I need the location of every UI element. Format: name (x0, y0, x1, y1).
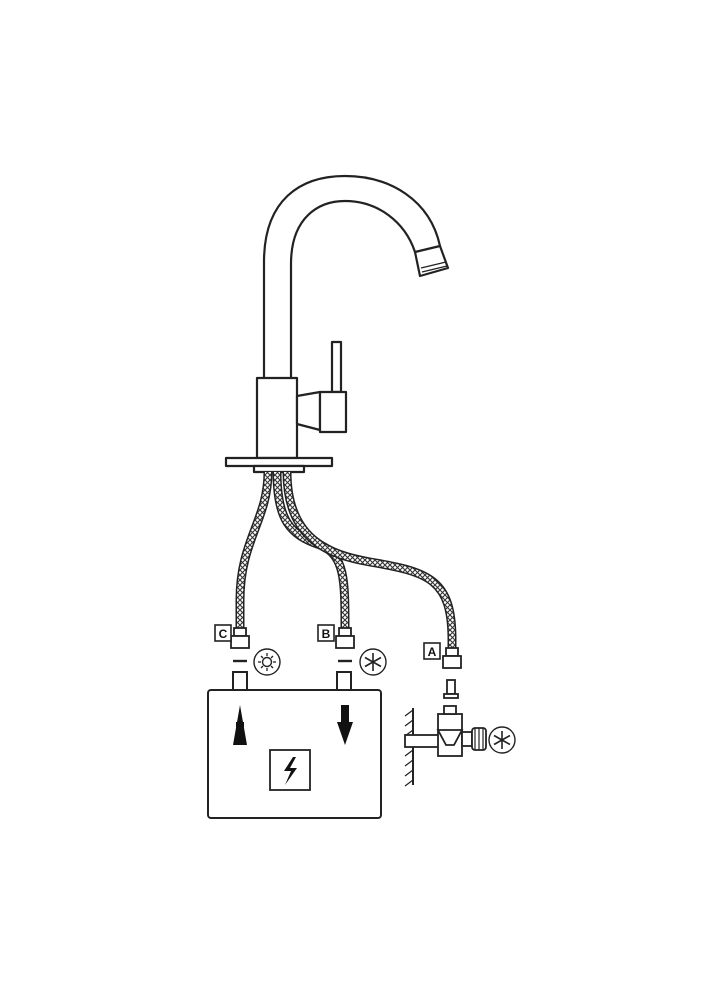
label-a: A (428, 645, 437, 659)
faucet-spout (262, 174, 442, 378)
faucet (224, 174, 450, 474)
faucet-body (255, 376, 299, 460)
hoses (235, 471, 457, 650)
heater-inlet-stub (336, 671, 352, 691)
valve-pipe (404, 734, 441, 748)
fitting-b (335, 627, 355, 649)
faucet-base-plate (224, 456, 334, 468)
faucet-lever (330, 340, 343, 394)
fitting-a (442, 647, 462, 669)
arrow-up-icon (233, 705, 247, 745)
label-b: B (322, 627, 331, 641)
label-c: C (219, 627, 228, 641)
snowflake-icon-valve (488, 726, 516, 754)
sun-icon (253, 648, 281, 676)
faucet-cartridge (295, 390, 322, 432)
label-a-box: A (423, 642, 441, 660)
fitting-c (230, 627, 250, 649)
snowflake-icon-b (359, 648, 387, 676)
arrow-down-icon (337, 705, 353, 745)
valve-stem (446, 679, 456, 695)
label-c-box: C (214, 624, 232, 642)
hose-fittings (230, 627, 462, 669)
lightning-icon (269, 749, 311, 791)
label-b-box: B (317, 624, 335, 642)
angle-valve-assembly (404, 679, 487, 787)
faucet-aerator (413, 244, 450, 278)
heater-outlet-stub (232, 671, 248, 691)
